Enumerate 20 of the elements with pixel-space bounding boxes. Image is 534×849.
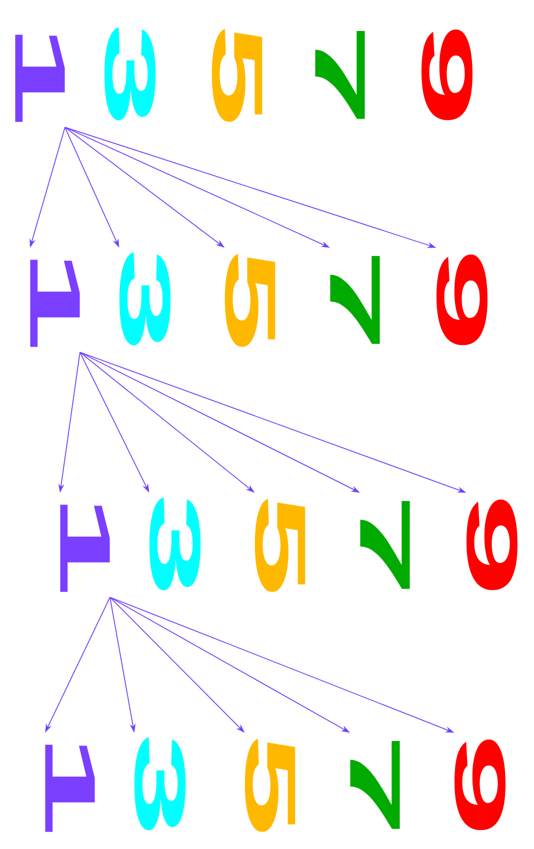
digit-glyph: 1 [30, 260, 80, 347]
digit-glyph: 1 [60, 504, 110, 592]
digit-glyph: 9 [422, 29, 472, 120]
digit-glyph: 5 [224, 254, 276, 347]
digit-glyph: 7 [350, 741, 400, 829]
digit-glyph: 9 [466, 499, 518, 590]
digit-glyph: 1 [15, 34, 65, 122]
digit-glyph: 5 [212, 28, 262, 122]
digit-glyph: 7 [360, 501, 410, 589]
digit-glyph: 9 [454, 739, 506, 830]
digit-glyph: 3 [149, 497, 201, 590]
digit-glyph: 3 [119, 252, 171, 346]
digit-glyph: 5 [254, 498, 306, 592]
digit-glyph: 3 [104, 27, 156, 120]
digit-glyph: 7 [330, 256, 380, 344]
digit-glyph: 1 [45, 744, 95, 832]
digit-glyph: 7 [315, 31, 365, 119]
digit-glyph: 5 [244, 738, 296, 832]
digit-glyph: 9 [436, 254, 488, 346]
digit-glyph: 3 [134, 737, 186, 830]
